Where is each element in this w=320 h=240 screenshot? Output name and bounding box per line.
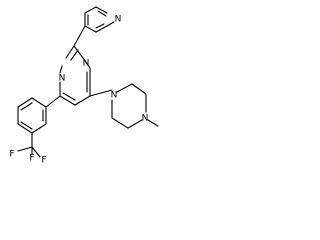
pyridine-nitrogen-label: N: [115, 15, 122, 25]
pyrimidine-nitrogen-bottom-label: N: [59, 74, 66, 84]
piperazine-nitrogen-top-label: N: [111, 91, 118, 101]
chemical-structure: N N N N N F F F: [9, 6, 159, 166]
pyrimidine-nitrogen-top-label: N: [83, 59, 90, 69]
fluorine-bottom-label: F: [41, 156, 46, 166]
piperazine-ring: [111, 83, 159, 129]
phenyl-ring: [17, 97, 47, 134]
pyrimidine-phenyl-bond: [45, 95, 61, 108]
fluorine-top-label: F: [29, 154, 34, 164]
pyridine-pyrimidine-bond: [73, 25, 86, 47]
fluorine-left-label: F: [9, 150, 14, 160]
pyridine-ring: [84, 6, 115, 33]
pyrimidine-ring: [59, 45, 91, 106]
trifluoromethyl-group: [17, 132, 41, 158]
pyrimidine-piperazine-bond: [89, 89, 113, 97]
piperazine-nitrogen-bottom-label: N: [142, 114, 149, 124]
